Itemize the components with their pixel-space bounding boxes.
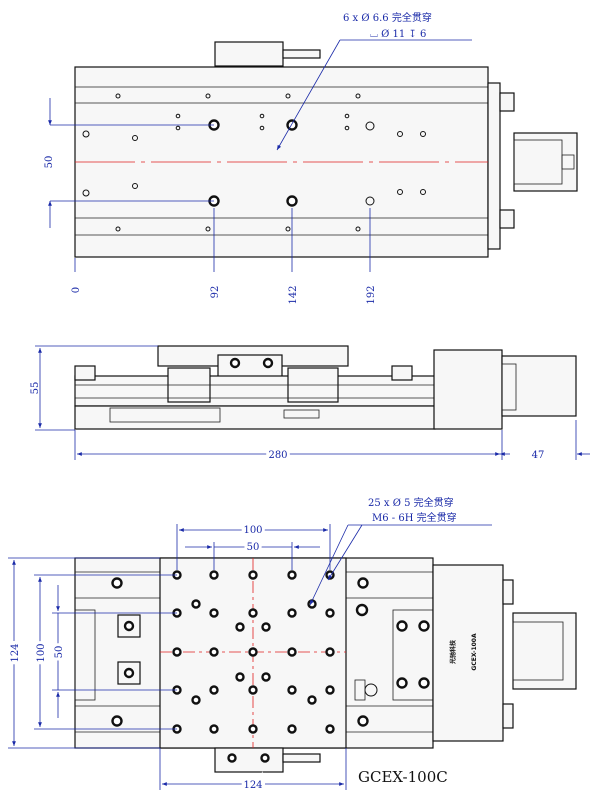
top-note-line1: 6 x Ø 6.6 完全贯穿 bbox=[343, 11, 432, 24]
side-motor bbox=[501, 355, 577, 417]
side-rail bbox=[74, 375, 436, 407]
side-base bbox=[74, 405, 436, 430]
top-connector bbox=[214, 41, 284, 67]
top-dim-x142: 142 bbox=[288, 285, 299, 304]
bottom-dim-100: 100 bbox=[243, 525, 262, 536]
top-small-holes bbox=[82, 93, 426, 232]
bottom-dim-124: 124 bbox=[243, 780, 262, 791]
top-note-line2: ⌴ Ø 11 ↧ 6 bbox=[370, 29, 426, 40]
top-motor bbox=[513, 132, 578, 192]
model-title: GCEX-100C bbox=[358, 768, 448, 786]
bottom-note-line1: 25 x Ø 5 完全贯穿 bbox=[368, 496, 454, 509]
top-dim-x92: 92 bbox=[210, 286, 221, 299]
side-dim-280: 280 bbox=[268, 450, 287, 461]
bottom-dim-124-left: 124 bbox=[10, 643, 21, 662]
top-motor-mount bbox=[487, 82, 501, 250]
side-dim-47: 47 bbox=[532, 450, 545, 461]
bottom-connector bbox=[214, 747, 284, 773]
bottom-note-line2: M6 - 6H 完全贯穿 bbox=[372, 511, 457, 524]
side-motor-mount bbox=[433, 349, 503, 430]
bottom-motor-mount bbox=[432, 564, 504, 742]
top-dim-x0: 0 bbox=[71, 287, 82, 293]
bottom-dim-50-left: 50 bbox=[54, 646, 65, 659]
side-dim-55: 55 bbox=[30, 382, 41, 395]
bottom-dim-50: 50 bbox=[247, 542, 260, 553]
top-view: 50 0 92 142 192 6 x Ø 6.6 完全贯穿 ⌴ Ø 11 ↧ … bbox=[44, 11, 578, 305]
bottom-motor bbox=[512, 612, 577, 690]
bottom-model-label: GCEX-100A bbox=[471, 633, 478, 671]
top-dim-x192: 192 bbox=[366, 285, 377, 304]
top-cable bbox=[282, 49, 321, 59]
side-view: 55 280 47 bbox=[30, 345, 590, 464]
bottom-view: 光驰科技 GCEX-100A bbox=[7, 496, 577, 794]
bottom-dim-100-left: 100 bbox=[36, 643, 47, 662]
bottom-brand-label: 光驰科技 bbox=[449, 639, 457, 665]
top-dim-50: 50 bbox=[44, 156, 55, 169]
